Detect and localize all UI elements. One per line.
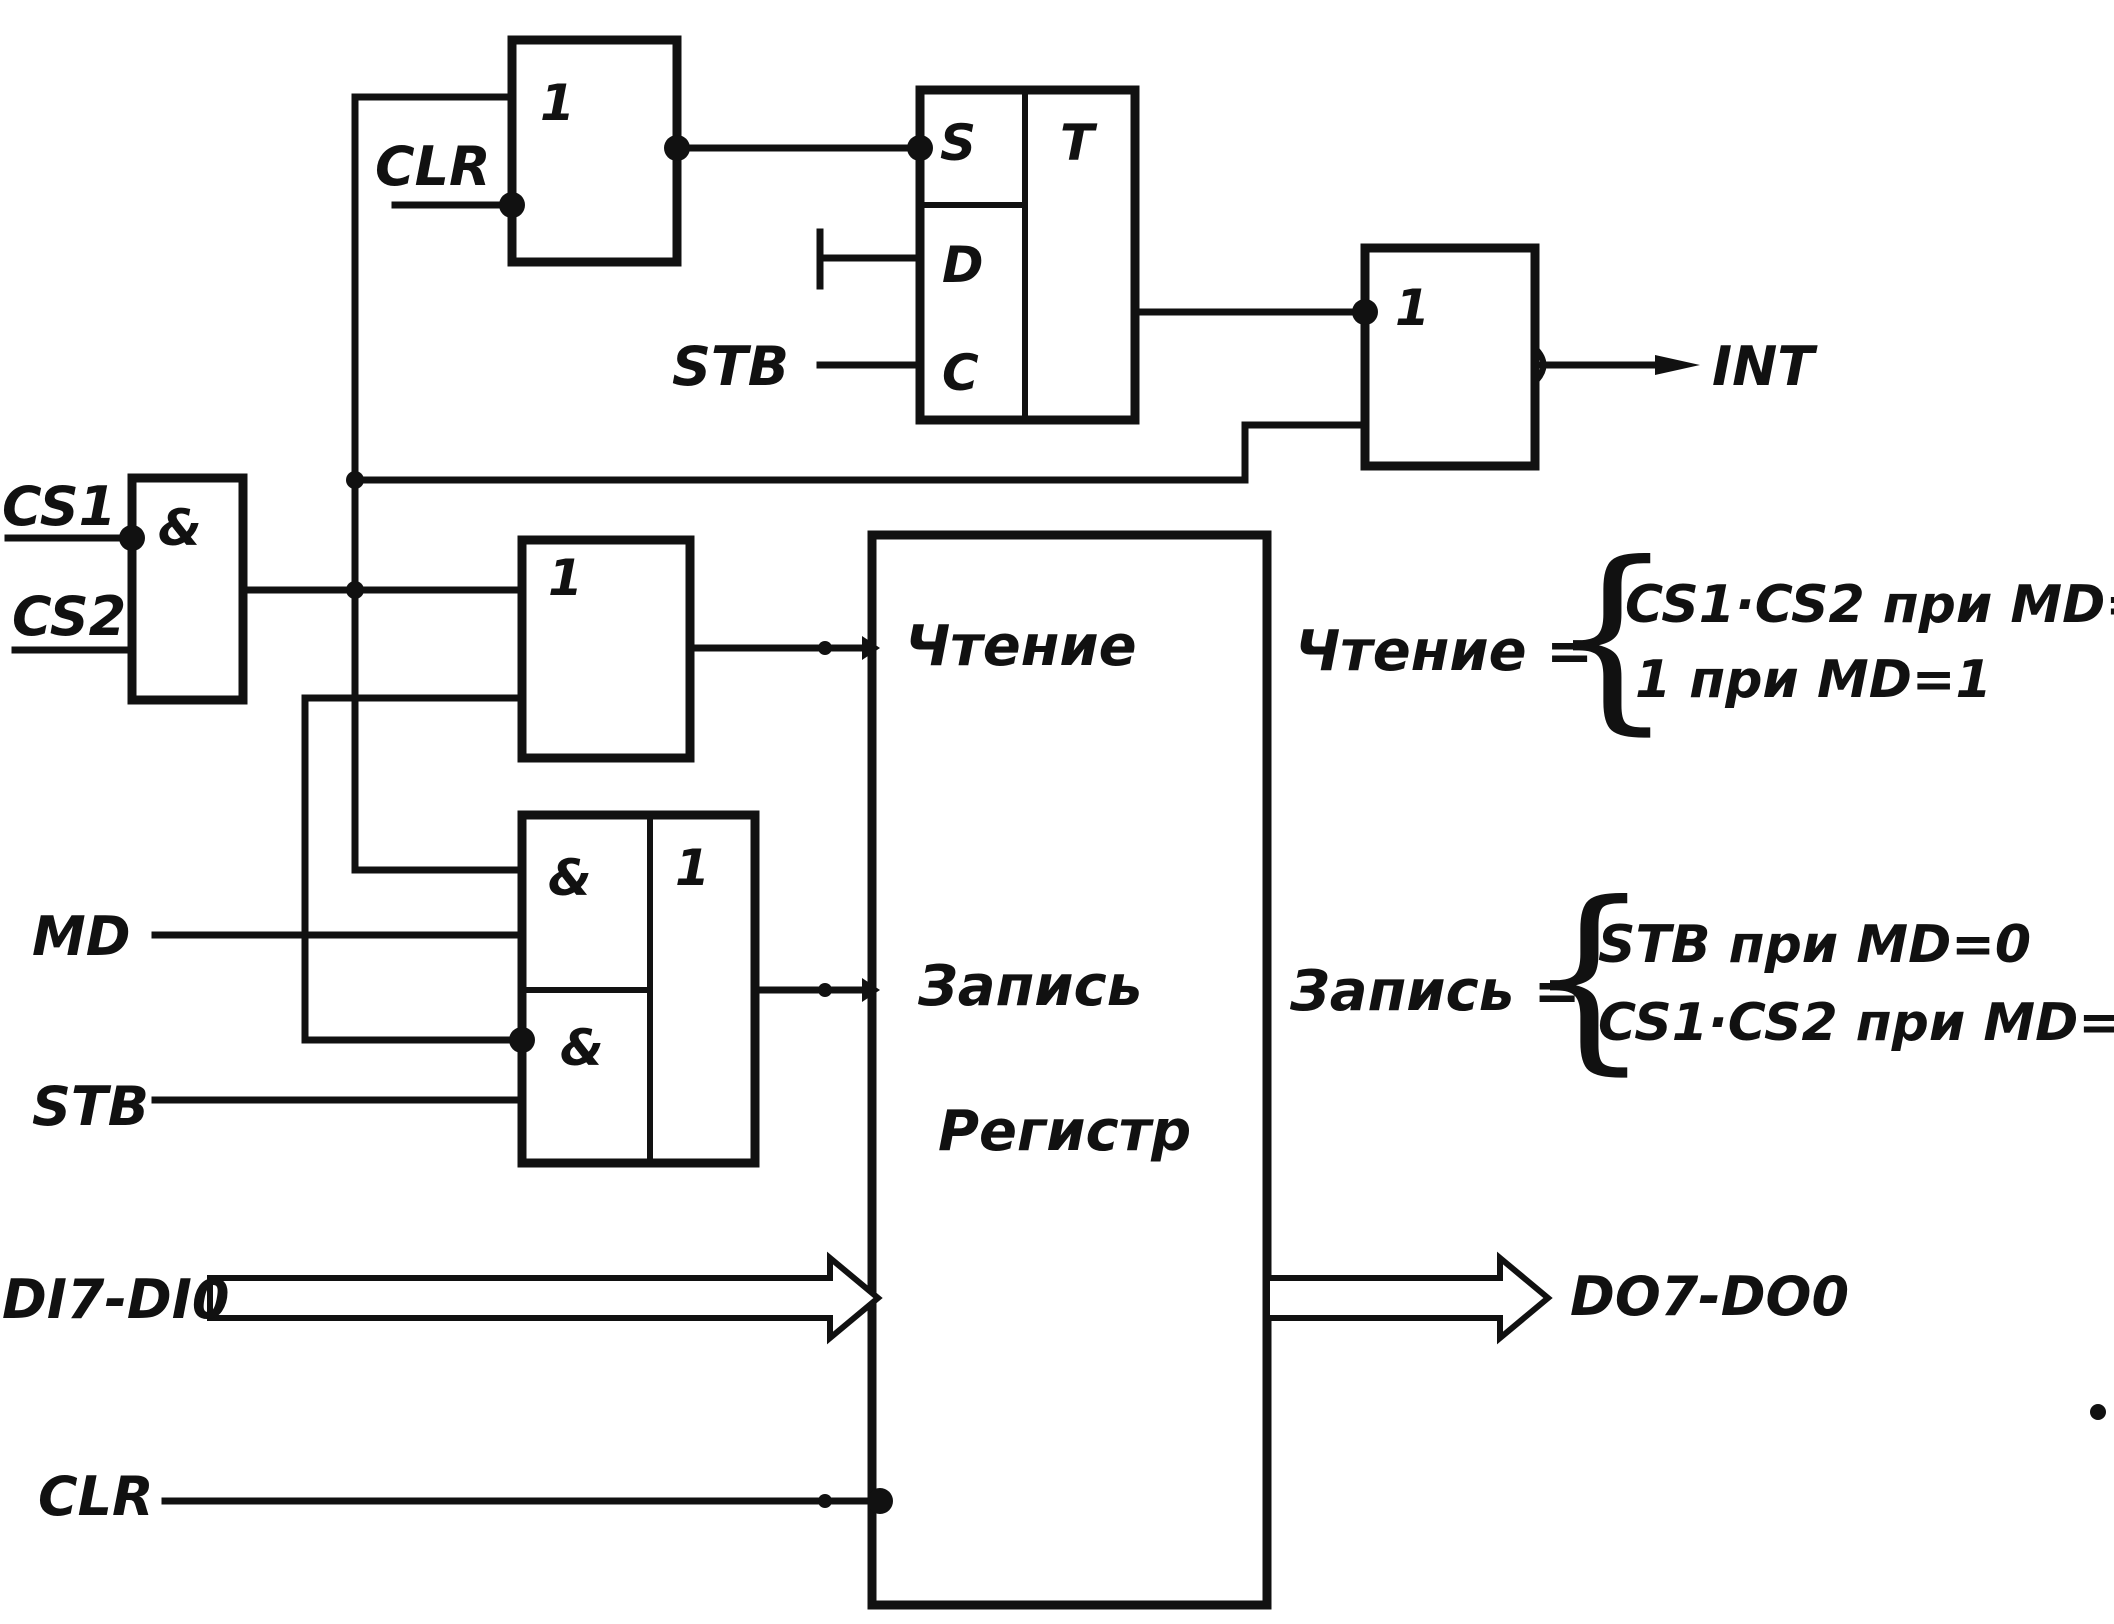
- gate-label-or-int: 1: [1395, 279, 1430, 337]
- register-port-read: Чтение: [905, 614, 1137, 679]
- signal-label-cs2: CS2: [12, 585, 126, 648]
- register-block: [867, 530, 1272, 1610]
- or-gate-int: [1360, 243, 1540, 471]
- arrowhead: [1655, 355, 1700, 375]
- signal-label-clr-bottom: CLR: [38, 1465, 154, 1528]
- gate-label-and-cs: &: [158, 499, 202, 557]
- inversion-bubble: [867, 1488, 893, 1514]
- signal-label-md: MD: [32, 905, 131, 968]
- register-port-write: Запись: [917, 954, 1142, 1019]
- or-gate-read: [517, 535, 695, 763]
- speck: [2090, 1404, 2106, 1420]
- gate-label-andor-or: 1: [675, 839, 710, 897]
- trigger-label-d: D: [942, 236, 984, 294]
- data-in-bus-arrow: [207, 1251, 883, 1345]
- equation-read-lhs: Чтение =: [1295, 619, 1593, 684]
- or-gate-top: [507, 35, 682, 267]
- signal-label-cs1: CS1: [2, 475, 116, 538]
- gate-label-and1: &: [548, 849, 592, 907]
- inversion-bubble: [664, 135, 690, 161]
- gate-label-and2: &: [560, 1019, 604, 1077]
- brace-read: {: [1548, 520, 1675, 753]
- signal-label-stb-trigger: STB: [672, 335, 789, 398]
- signal-label-data-out: DO7-DO0: [1570, 1265, 1849, 1328]
- signal-label-int: INT: [1712, 335, 1818, 398]
- wires: [4, 93, 1679, 1505]
- inversion-bubble: [907, 135, 933, 161]
- equation-write-case1: STB при MD=0: [1598, 915, 2031, 975]
- trigger-label-s: S: [940, 114, 976, 172]
- arrowhead: [862, 636, 880, 660]
- inversion-bubble: [509, 1027, 535, 1053]
- signal-label-clr-top: CLR: [375, 135, 491, 198]
- equation-read-case1: CS1·CS2 при MD=0: [1625, 575, 2114, 635]
- data-out-bus-arrow: [1264, 1251, 1553, 1345]
- signal-label-stb-left: STB: [32, 1075, 149, 1138]
- register-name: Регистр: [938, 1099, 1191, 1164]
- inversion-bubble: [1352, 299, 1378, 325]
- and-gate-cs: [127, 473, 248, 705]
- inversion-bubble: [499, 192, 525, 218]
- arrowhead: [862, 978, 880, 1002]
- inversion-bubble: [119, 525, 145, 551]
- equation-write-lhs: Запись =: [1289, 959, 1581, 1024]
- trigger-label-t: T: [1060, 114, 1098, 172]
- equation-write-case2: CS1·CS2 при MD=1: [1598, 993, 2114, 1053]
- equation-read-case2: 1 при MD=1: [1635, 650, 1992, 710]
- gate-label-or-read: 1: [548, 549, 583, 607]
- junction-dots: [346, 471, 832, 1508]
- trigger-label-c: C: [942, 344, 979, 402]
- brace-write: {: [1525, 860, 1652, 1093]
- gate-label-or-top: 1: [540, 74, 575, 132]
- signal-label-data-in: DI7-DI0: [2, 1268, 229, 1331]
